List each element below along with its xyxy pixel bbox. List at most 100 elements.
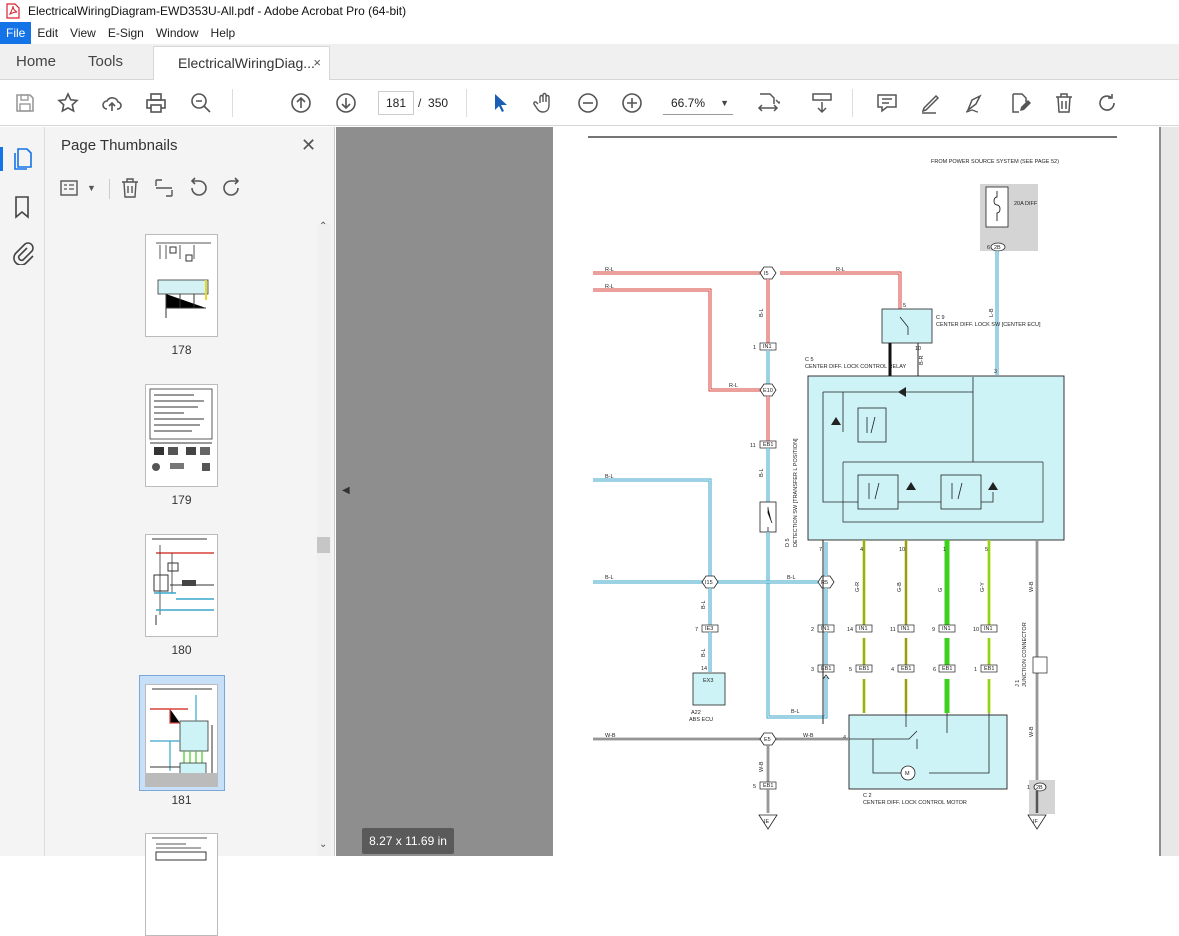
comment-icon[interactable] — [875, 91, 899, 115]
rotate-right-icon[interactable] — [221, 177, 247, 203]
previous-page-icon[interactable] — [289, 91, 313, 115]
thumbnail-page-179[interactable] — [145, 384, 218, 487]
svg-text:L-B: L-B — [989, 308, 995, 317]
panel-title: Page Thumbnails — [61, 137, 177, 154]
svg-text:2B: 2B — [994, 245, 1001, 251]
thumb-extract-icon[interactable] — [153, 177, 179, 203]
tab-home[interactable]: Home — [16, 44, 56, 80]
svg-text:E5: E5 — [764, 737, 771, 743]
delete-icon[interactable] — [1052, 91, 1076, 115]
svg-text:EB1: EB1 — [859, 666, 869, 672]
svg-text:14: 14 — [701, 666, 707, 672]
rotate-left-icon[interactable] — [187, 177, 213, 203]
redo-rotate-icon[interactable] — [1095, 91, 1119, 115]
svg-text:5: 5 — [985, 547, 988, 553]
thumbnail-options-icon[interactable] — [59, 177, 85, 203]
thumbnail-page-182[interactable] — [145, 833, 218, 936]
collapse-panel-icon[interactable]: ◀ — [342, 485, 350, 496]
close-tab-icon[interactable]: × — [313, 47, 321, 79]
svg-text:ABS ECU: ABS ECU — [689, 717, 713, 723]
svg-text:E10: E10 — [763, 388, 773, 394]
scroll-thumb[interactable] — [317, 537, 330, 553]
menu-esign[interactable]: E-Sign — [102, 22, 150, 44]
zoom-select[interactable]: 66.7%▼ — [663, 91, 733, 115]
scroll-mode-icon[interactable] — [810, 91, 834, 115]
menu-view[interactable]: View — [64, 22, 102, 44]
menu-window[interactable]: Window — [150, 22, 205, 44]
page-number-input[interactable]: 181 — [378, 91, 414, 115]
thumbnail-page-178[interactable] — [145, 234, 218, 337]
zoom-out-icon[interactable] — [576, 91, 600, 115]
svg-text:IN1: IN1 — [984, 626, 993, 632]
document-viewport[interactable]: ◀ FROM POWER SOURCE SYSTEM (SEE PAGE 52)… — [336, 127, 1179, 856]
edit-pdf-icon[interactable] — [1008, 91, 1032, 115]
svg-text:W-B: W-B — [759, 761, 765, 772]
svg-text:4: 4 — [891, 667, 894, 673]
hand-tool-icon[interactable] — [532, 91, 556, 115]
svg-text:CENTER DIFF. LOCK CONTROL RELA: CENTER DIFF. LOCK CONTROL RELAY — [805, 364, 906, 370]
thumb-delete-icon[interactable] — [119, 177, 145, 203]
left-rail — [0, 127, 45, 856]
svg-text:B-R: B-R — [919, 356, 925, 366]
svg-text:IE: IE — [764, 819, 770, 825]
svg-text:IN1: IN1 — [942, 626, 951, 632]
svg-text:R5: R5 — [821, 580, 828, 586]
svg-text:1: 1 — [753, 345, 756, 351]
toolbar: 181 / 350 66.7%▼ — [0, 80, 1179, 126]
close-panel-icon[interactable]: ✕ — [301, 135, 316, 156]
svg-text:6: 6 — [987, 245, 990, 251]
header-note: FROM POWER SOURCE SYSTEM (SEE PAGE 52) — [931, 159, 1059, 165]
page-thumbnails-icon[interactable] — [12, 147, 34, 171]
svg-text:IE3: IE3 — [705, 626, 713, 632]
tab-document[interactable]: ElectricalWiringDiag... × — [153, 46, 330, 80]
highlight-pen-icon[interactable] — [919, 91, 943, 115]
svg-text:D 5: D 5 — [785, 538, 791, 547]
window-title: ElectricalWiringDiagram-EWD353U-All.pdf … — [28, 4, 406, 18]
thumbnail-page-180[interactable] — [145, 534, 218, 637]
svg-text:3: 3 — [811, 667, 814, 673]
zoom-in-icon[interactable] — [620, 91, 644, 115]
right-scroll-strip[interactable] — [1161, 127, 1179, 856]
svg-text:B-L: B-L — [791, 709, 800, 715]
thumbnail-page-181[interactable] — [145, 684, 218, 787]
svg-text:G-R: G-R — [855, 582, 861, 592]
page-fit-icon[interactable] — [756, 91, 780, 115]
svg-text:10: 10 — [899, 547, 905, 553]
thumbnail-preview — [146, 385, 217, 486]
panel-scrollbar[interactable]: ⌃ ⌄ — [317, 223, 331, 856]
thumbnail-label: 178 — [145, 343, 218, 357]
scroll-down-icon[interactable]: ⌄ — [319, 839, 327, 850]
svg-text:R-L: R-L — [605, 284, 614, 290]
svg-text:14: 14 — [847, 627, 853, 633]
document-tab-label: ElectricalWiringDiag... — [178, 55, 315, 71]
svg-text:10: 10 — [973, 627, 979, 633]
pdf-page: FROM POWER SOURCE SYSTEM (SEE PAGE 52) 2… — [553, 127, 1159, 856]
bookmarks-icon[interactable] — [13, 195, 31, 219]
bookmark-star-icon[interactable] — [56, 91, 80, 115]
svg-text:DETECTION SW [TRANSFER L POSIT: DETECTION SW [TRANSFER L POSITION] — [793, 438, 799, 547]
search-zoom-icon[interactable] — [189, 91, 213, 115]
svg-text:11: 11 — [890, 627, 896, 633]
menu-edit[interactable]: Edit — [31, 22, 64, 44]
thumbnail-label: 180 — [145, 643, 218, 657]
thumbnail-preview — [146, 685, 217, 786]
svg-text:IN1: IN1 — [859, 626, 868, 632]
svg-text:EB1: EB1 — [942, 666, 952, 672]
select-cursor-icon[interactable] — [488, 91, 512, 115]
menu-help[interactable]: Help — [205, 22, 242, 44]
options-chevron-icon[interactable]: ▼ — [87, 183, 96, 193]
upload-cloud-icon[interactable] — [100, 91, 124, 115]
svg-text:IN1: IN1 — [763, 344, 772, 350]
acrobat-icon — [6, 3, 20, 19]
print-icon[interactable] — [144, 91, 168, 115]
svg-text:2: 2 — [811, 627, 814, 633]
next-page-icon[interactable] — [334, 91, 358, 115]
attachments-icon[interactable] — [12, 241, 34, 265]
menu-file[interactable]: File — [0, 22, 31, 44]
sign-pen-icon[interactable] — [963, 91, 987, 115]
save-icon[interactable] — [13, 91, 37, 115]
svg-text:J 1: J 1 — [1015, 680, 1021, 687]
tab-tools[interactable]: Tools — [88, 44, 123, 80]
scroll-up-icon[interactable]: ⌃ — [319, 221, 327, 232]
thumbnail-preview — [146, 834, 217, 864]
